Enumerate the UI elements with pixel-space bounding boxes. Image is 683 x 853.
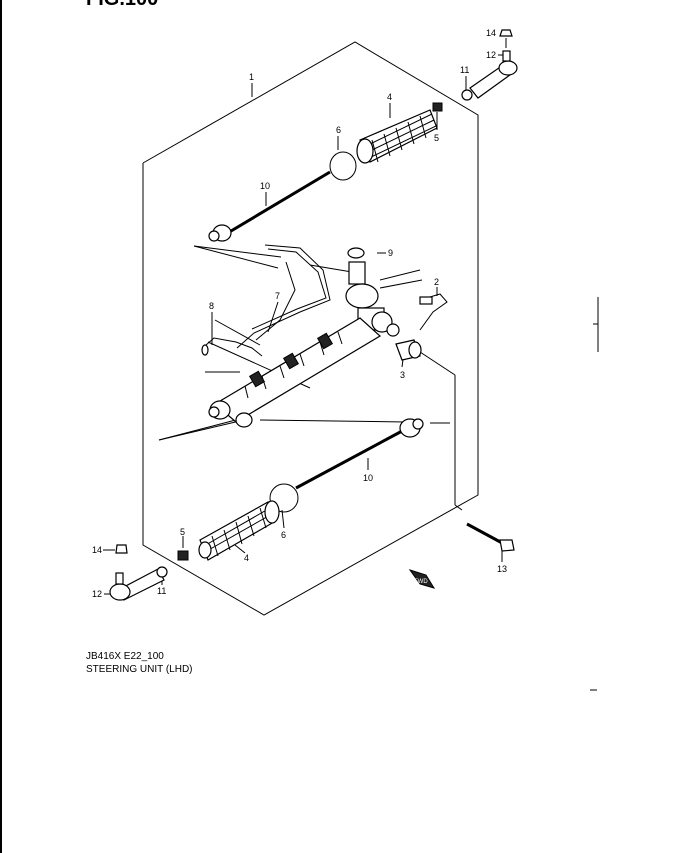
rack-housing xyxy=(208,317,382,428)
callout-14-upper: 14 xyxy=(486,28,496,38)
callout-11-upper: 11 xyxy=(460,65,469,75)
tie-rod-upper xyxy=(208,170,331,242)
callout-5-upper: 5 xyxy=(434,133,439,143)
callout-6-upper: 6 xyxy=(336,125,341,135)
callout-12-lower: 12 xyxy=(92,589,102,599)
leader-lines xyxy=(103,38,507,595)
bolt xyxy=(466,522,515,552)
figure-title: FIG.100 xyxy=(86,0,158,11)
callout-12-upper: 12 xyxy=(486,50,496,60)
tie-rod-end-upper xyxy=(461,29,518,101)
figure-caption: STEERING UNIT (LHD) xyxy=(86,664,193,675)
callout-1: 1 xyxy=(249,72,254,82)
boot-lower xyxy=(198,500,280,561)
page-left-border xyxy=(0,0,2,853)
assembly-outline xyxy=(142,41,479,616)
callout-5-lower: 5 xyxy=(180,527,185,537)
band-upper xyxy=(329,151,357,181)
callout-13: 13 xyxy=(497,564,507,574)
svg-text:FWD: FWD xyxy=(414,579,428,585)
pipe-lower xyxy=(205,337,263,357)
tie-rod-end-lower xyxy=(109,544,168,601)
pipe-upper xyxy=(236,244,331,349)
band-lower xyxy=(269,483,299,513)
callout-4-upper: 4 xyxy=(387,92,392,102)
callout-14-lower: 14 xyxy=(92,545,102,555)
pipe-7 xyxy=(255,261,296,341)
figure-code: JB416X E22_100 xyxy=(86,651,164,662)
callout-2: 2 xyxy=(434,277,439,287)
callout-4-lower: 4 xyxy=(244,553,249,563)
callout-6-lower: 6 xyxy=(281,530,286,540)
bushing xyxy=(395,339,422,361)
pipe-2 xyxy=(419,293,448,331)
callout-10-lower: 10 xyxy=(363,473,373,483)
callout-8: 8 xyxy=(209,301,214,311)
callout-10-upper: 10 xyxy=(260,181,270,191)
callout-3: 3 xyxy=(400,370,405,380)
callout-9: 9 xyxy=(388,248,393,258)
clamp-lower xyxy=(177,550,189,561)
callout-7: 7 xyxy=(275,291,280,301)
callout-11-lower: 11 xyxy=(157,586,166,596)
tie-rod-lower xyxy=(295,418,424,490)
boot-upper xyxy=(356,102,443,164)
front-marker: FWD xyxy=(408,569,436,589)
pinion-housing xyxy=(345,247,400,337)
